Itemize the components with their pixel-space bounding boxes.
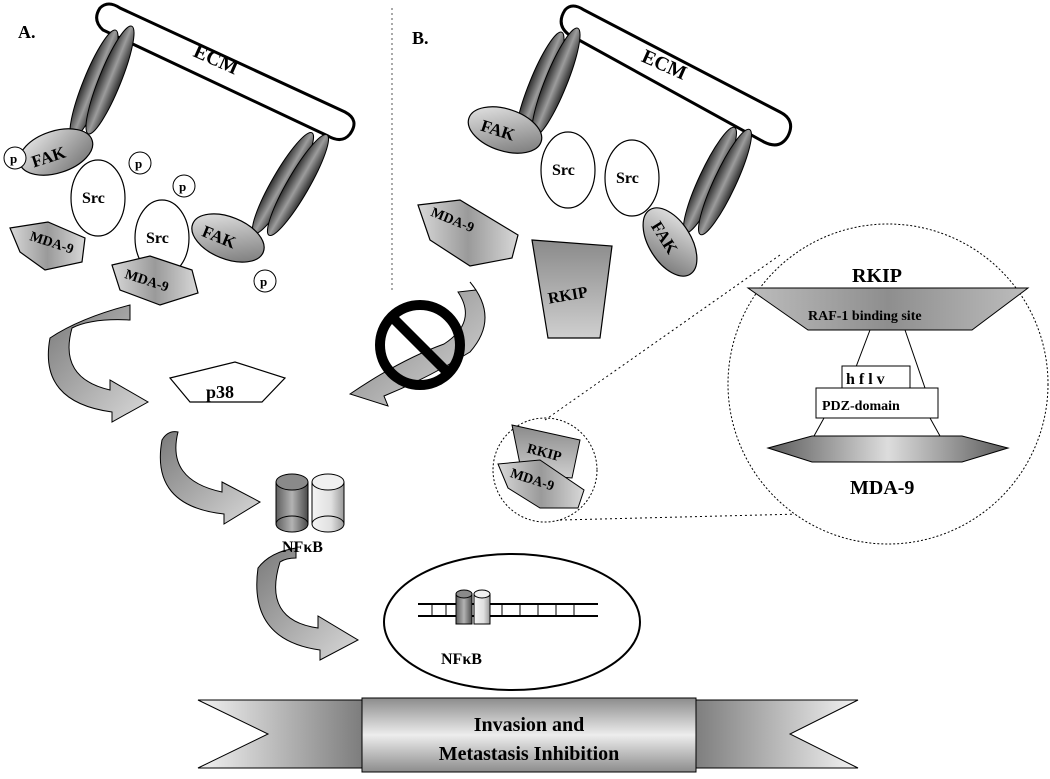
inset-connector-bottom [813, 417, 941, 437]
p38-label: p38 [206, 382, 234, 402]
src-label-left-a: Src [82, 190, 105, 207]
ecm-band-a [95, 2, 356, 141]
phospho-label-a2: p [135, 156, 142, 171]
nfkb-on-dna [455, 589, 491, 625]
banner-center [361, 697, 697, 773]
dna-strand [418, 603, 598, 617]
zoom-inset: RKIP RAF-1 binding site h f l v PDZ-doma… [727, 223, 1049, 545]
complex-mda9 [497, 459, 585, 509]
src-label-left-b: Src [552, 162, 575, 179]
inset-binding-site: RAF-1 binding site [808, 309, 922, 324]
panel-b: ECM FAK Src Src FAK MDA-9 RKIP [417, 4, 793, 339]
nfkb-label: NFκB [282, 539, 323, 556]
mda9-left-a [9, 221, 86, 271]
banner-line2: Metastasis Inhibition [439, 743, 620, 765]
fak-right-b [642, 207, 698, 277]
ecm-band-b [559, 4, 793, 147]
panel-b-label: B. [412, 28, 429, 48]
phospho-a1 [3, 146, 27, 170]
inhibition-icon [375, 300, 465, 390]
arrow-to-nucleus [256, 547, 360, 661]
src-left-b [540, 131, 596, 209]
inset-pdz: PDZ-domain [822, 399, 900, 414]
phospho-label-a4: p [260, 274, 267, 289]
mda9-right-a [111, 255, 199, 306]
arrow-to-nfkb [159, 431, 262, 525]
inset-mda9-shape [766, 435, 1010, 463]
phospho-a4 [253, 269, 277, 293]
inset-rkip-title: RKIP [852, 265, 902, 287]
src-left-a [70, 159, 126, 237]
panel-a: ECM FAK p Src p Src p FAK p MDA-9 MDA-9 [3, 2, 356, 306]
fak-right-a [191, 213, 265, 263]
outcome-banner: Invasion and Metastasis Inhibition [197, 697, 859, 773]
rkip-b [531, 239, 613, 339]
src-label-right-b: Src [616, 170, 639, 187]
banner-ribbon-left [197, 699, 367, 769]
phospho-a2 [128, 151, 152, 175]
src-right-b [604, 139, 660, 217]
p38-node [168, 361, 287, 403]
phospho-label-a1: p [10, 151, 17, 166]
integrin-right-b2 [698, 128, 752, 236]
phospho-a3 [172, 174, 196, 198]
nucleus [383, 553, 641, 691]
phospho-label-a3: p [179, 179, 186, 194]
arrow-to-p38 [47, 304, 150, 423]
panel-a-label: A. [18, 22, 36, 42]
fak-left-b [467, 106, 543, 154]
nfkb-nucleus-label: NFκB [441, 651, 482, 668]
inset-motif: h f l v [846, 371, 885, 388]
src-label-right-a: Src [146, 230, 169, 247]
banner-ribbon-right [689, 699, 859, 769]
rkip-label-b: RKIP [547, 284, 590, 308]
nfkb-dimer [275, 473, 345, 533]
inset-rkip-shape [746, 287, 1030, 331]
integrin-right-a2 [266, 133, 330, 237]
inset-mda9-label: MDA-9 [850, 477, 914, 499]
banner-line1: Invasion and [474, 714, 585, 736]
mda9-b [417, 199, 519, 267]
arrow-inhibited [348, 281, 486, 407]
